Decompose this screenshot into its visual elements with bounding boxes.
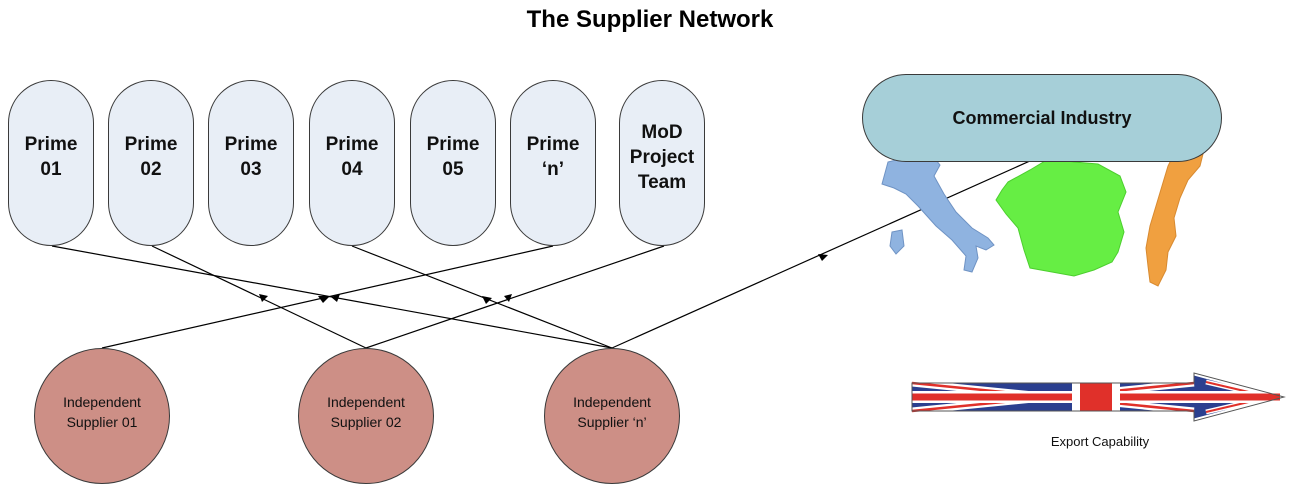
independent-supplier-n-node: Independent Supplier ‘n’ bbox=[544, 348, 680, 484]
independent-supplier-02-node: Independent Supplier 02 bbox=[298, 348, 434, 484]
prime-02-node: Prime 02 bbox=[108, 80, 194, 246]
commercial-industry-node: Commercial Industry bbox=[862, 74, 1222, 162]
prime-03-node: Prime 03 bbox=[208, 80, 294, 246]
arrow-marker-1 bbox=[259, 294, 268, 302]
prime-05-node: Prime 05 bbox=[410, 80, 496, 246]
france-map-icon bbox=[995, 157, 1127, 277]
union-flag-arrow-icon bbox=[911, 370, 1294, 424]
arrow-marker-4 bbox=[482, 296, 492, 304]
export-capability-label: Export Capability bbox=[1050, 434, 1150, 449]
link-mod-supplier-02 bbox=[365, 245, 665, 349]
sardinia-map-icon bbox=[889, 229, 905, 255]
link-supplier-n-commercial bbox=[611, 151, 1051, 349]
link-prime02-supplier-02 bbox=[151, 245, 367, 349]
link-prime04-supplier-n bbox=[351, 245, 613, 349]
arrow-marker-5 bbox=[504, 294, 512, 302]
sweden-map-icon bbox=[1145, 137, 1205, 287]
prime-04-node: Prime 04 bbox=[309, 80, 395, 246]
mod-project-team-node: MoD Project Team bbox=[619, 80, 705, 246]
arrow-marker-3 bbox=[331, 294, 340, 302]
prime-01-node: Prime 01 bbox=[8, 80, 94, 246]
diagram-title: The Supplier Network bbox=[526, 6, 774, 33]
arrow-marker-6 bbox=[818, 254, 828, 261]
independent-supplier-01-node: Independent Supplier 01 bbox=[34, 348, 170, 484]
arrow-marker-2 bbox=[318, 296, 330, 303]
italy-map-icon bbox=[881, 154, 995, 273]
prime-n-node: Prime ‘n’ bbox=[510, 80, 596, 246]
